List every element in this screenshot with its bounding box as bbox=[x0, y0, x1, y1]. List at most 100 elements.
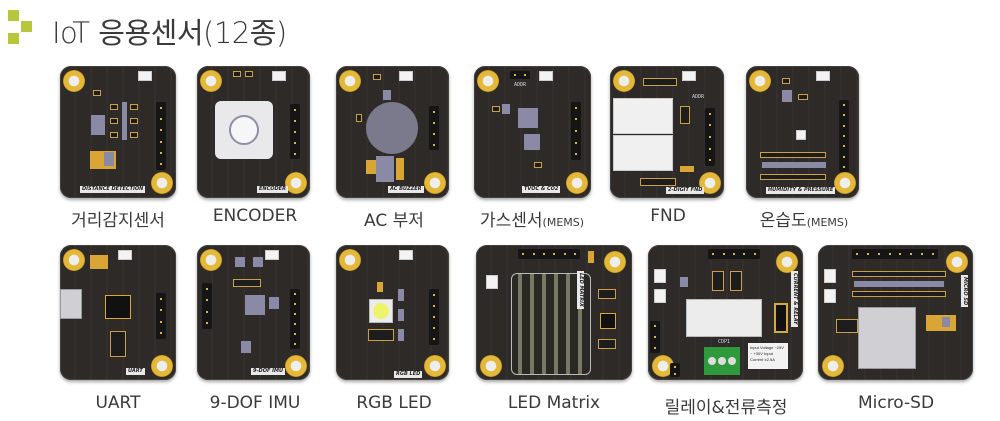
fnd-silkscreen: 2-DIGIT FND bbox=[666, 187, 705, 194]
humidity-silkscreen: HUMIDITY & PRESSURE bbox=[766, 187, 836, 194]
relay-terminal-label: CDP1 bbox=[718, 339, 731, 345]
header-pin bbox=[294, 130, 296, 133]
led-matrix-board-image: LED MATRIX bbox=[476, 245, 632, 380]
header-pin bbox=[433, 110, 435, 113]
header-pin bbox=[843, 135, 845, 137]
encoder-silkscreen: ENCODER bbox=[257, 186, 288, 193]
module-label-gas: 가스센서(MEMS) bbox=[432, 206, 632, 231]
section-header: IoT 응용센서(12종) bbox=[0, 0, 1000, 50]
header-pin bbox=[573, 253, 576, 255]
header-pin bbox=[160, 309, 162, 312]
header-pin bbox=[433, 293, 435, 296]
header-pin bbox=[160, 118, 162, 120]
distance-silkscreen: DISTANCE DETECTION bbox=[80, 186, 146, 193]
header-pin bbox=[867, 253, 870, 255]
module-label-relay: 릴레이&전류측정 bbox=[664, 398, 788, 418]
header-pin bbox=[712, 253, 715, 255]
header-pin bbox=[709, 136, 711, 138]
header-pin bbox=[206, 287, 208, 290]
uart-board-image: UART bbox=[60, 245, 176, 380]
header-pin bbox=[920, 253, 923, 255]
header-pin bbox=[843, 165, 845, 168]
header-pin bbox=[575, 130, 577, 132]
module-label-uart: UART bbox=[95, 393, 141, 413]
humidity-label-main: 온습도 bbox=[759, 211, 807, 231]
header-pin bbox=[575, 153, 577, 156]
relay-board-image: CDP1 Input Voltage ~25V ~ +30V Input Cur… bbox=[648, 245, 803, 380]
led-matrix-silkscreen: LED MATRIX bbox=[577, 271, 584, 309]
header-pin bbox=[514, 74, 516, 76]
header-pin bbox=[563, 253, 566, 255]
header-pin bbox=[160, 152, 162, 154]
header-pin bbox=[294, 108, 296, 111]
header-pin bbox=[709, 147, 711, 150]
header-pin bbox=[294, 313, 296, 315]
header-pin bbox=[843, 155, 845, 158]
header-pin bbox=[654, 325, 656, 328]
header-pin bbox=[843, 145, 845, 148]
header-pin bbox=[206, 310, 208, 313]
distance-board-image: DISTANCE DETECTION bbox=[60, 66, 176, 198]
header-pin bbox=[856, 253, 859, 255]
header-pin bbox=[877, 253, 880, 255]
header-pin bbox=[294, 141, 296, 144]
header-pin bbox=[433, 121, 435, 124]
uart-silkscreen: UART bbox=[126, 368, 145, 375]
module-label-ac-buzzer: AC 부저 bbox=[364, 211, 424, 231]
header-pin bbox=[294, 303, 296, 305]
header-pin bbox=[433, 304, 435, 307]
gas-addr-label: ADDR bbox=[514, 82, 527, 88]
header-pin bbox=[433, 327, 435, 330]
header-pin bbox=[160, 163, 162, 166]
module-label-fnd: FND bbox=[650, 206, 686, 226]
header-pin bbox=[553, 253, 556, 255]
header-pin bbox=[160, 320, 162, 323]
header-pin bbox=[654, 346, 656, 349]
header-pin bbox=[160, 332, 162, 335]
module-label-encoder: ENCODER bbox=[212, 206, 298, 226]
header-pin bbox=[910, 253, 913, 255]
header-pin bbox=[899, 253, 902, 255]
header-pin bbox=[733, 253, 735, 255]
header-pin bbox=[160, 297, 162, 300]
header-pin bbox=[294, 323, 296, 325]
header-pin bbox=[294, 152, 296, 155]
imu-silkscreen: 9-DOF IMU bbox=[251, 368, 286, 375]
header-pin bbox=[575, 106, 577, 109]
header-pin bbox=[160, 129, 162, 132]
header-pin bbox=[575, 141, 577, 144]
module-label-led-matrix: LED Matrix bbox=[507, 393, 601, 413]
ac-buzzer-board-image: AC BUZZER bbox=[336, 66, 449, 198]
header-pin bbox=[843, 104, 845, 107]
header-pin bbox=[294, 343, 296, 345]
header-pin bbox=[743, 253, 746, 255]
header-pin bbox=[753, 253, 756, 255]
header-pin bbox=[532, 253, 535, 255]
fnd-board-image: ADDR 2-DIGIT FND bbox=[610, 66, 724, 198]
gas-label-suffix: (MEMS) bbox=[542, 216, 585, 229]
section-bullet-icon bbox=[8, 10, 38, 48]
imu-board-image: 9-DOF IMU bbox=[197, 245, 310, 380]
fnd-addr-label: ADDR bbox=[692, 94, 705, 100]
header-pin bbox=[674, 372, 676, 375]
header-pin bbox=[433, 132, 435, 135]
header-pin bbox=[709, 159, 711, 162]
rgb-led-silkscreen: RGB LED bbox=[394, 371, 423, 378]
header-pin bbox=[160, 140, 162, 143]
header-pin bbox=[709, 112, 711, 115]
led-matrix-grid bbox=[511, 273, 591, 375]
uart-chip bbox=[105, 295, 131, 319]
module-label-imu: 9-DOF IMU bbox=[209, 393, 301, 413]
header-pin bbox=[843, 124, 845, 127]
header-pin bbox=[674, 365, 676, 368]
header-pin bbox=[433, 143, 435, 146]
micro-sd-board-image: MICRO SD bbox=[818, 245, 973, 380]
header-pin bbox=[542, 253, 545, 255]
header-pin bbox=[294, 119, 296, 122]
header-pin bbox=[206, 299, 208, 302]
humidity-board-image: HUMIDITY & PRESSURE bbox=[746, 66, 859, 198]
header-pin bbox=[524, 74, 526, 76]
header-pin bbox=[722, 253, 725, 255]
header-pin bbox=[294, 333, 296, 335]
ac-buzzer-silkscreen: AC BUZZER bbox=[388, 186, 424, 193]
